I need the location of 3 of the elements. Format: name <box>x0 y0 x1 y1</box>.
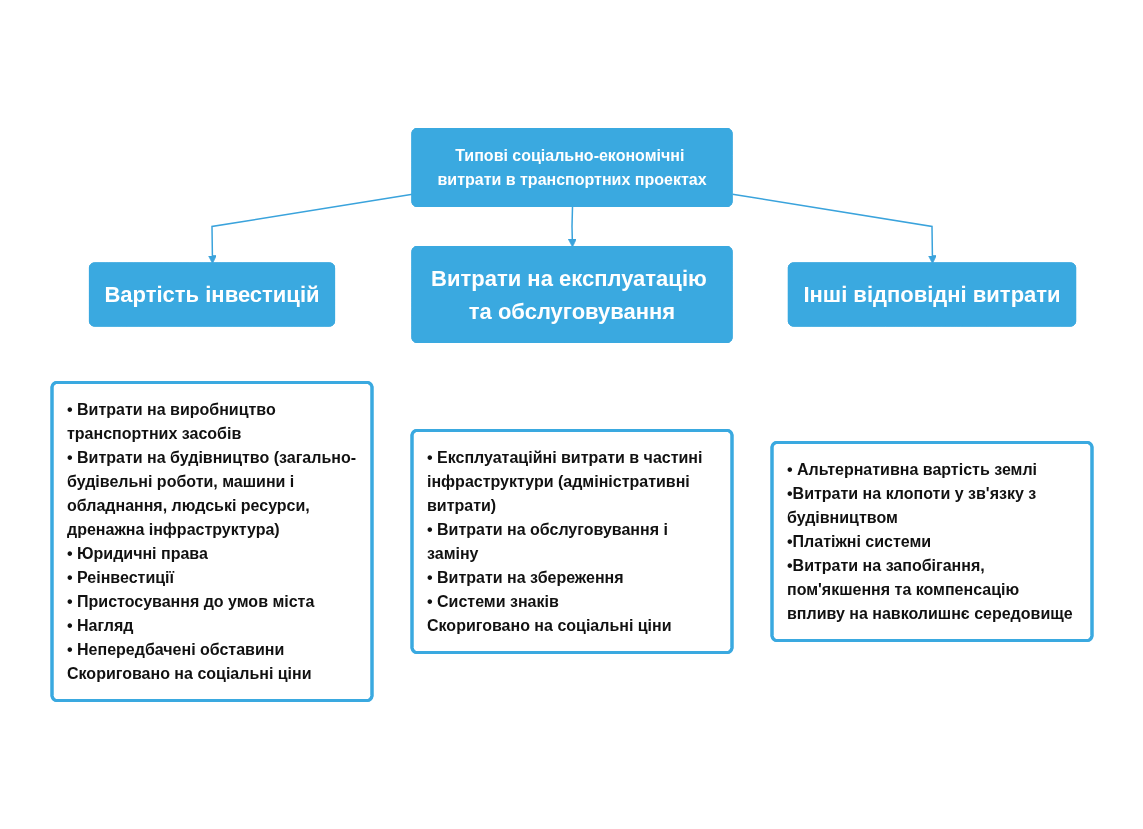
arrow <box>567 206 577 248</box>
arrow <box>207 193 413 264</box>
arrow <box>731 193 937 264</box>
